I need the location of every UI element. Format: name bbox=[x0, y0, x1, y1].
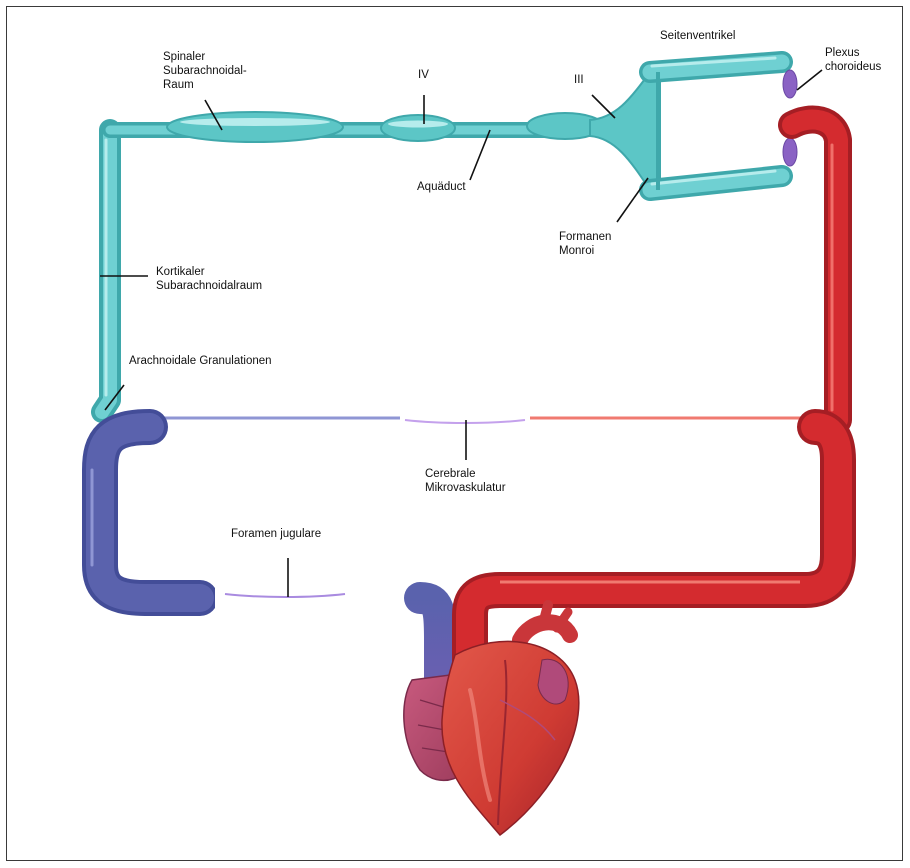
label-foramen-monroi: Formanen Monroi bbox=[559, 230, 611, 258]
leader-lines bbox=[100, 70, 822, 597]
blood-top-pipe bbox=[150, 408, 815, 446]
spinal-space-bulge bbox=[167, 112, 343, 142]
label-arachnoidale-granulationen: Arachnoidale Granulationen bbox=[129, 354, 272, 368]
label-iii: III bbox=[574, 73, 584, 87]
label-iv: IV bbox=[418, 68, 429, 82]
leader-monroi bbox=[617, 178, 648, 222]
label-aquaeduct: Aquäduct bbox=[417, 180, 466, 194]
label-cerebrale-mikrovaskulatur: Cerebrale Mikrovaskulatur bbox=[425, 467, 506, 495]
label-spinaler-subarachnoidalraum: Spinaler Subarachnoidal- Raum bbox=[163, 50, 247, 92]
leader-iii bbox=[592, 95, 615, 118]
ventricle-flare bbox=[590, 72, 660, 190]
label-foramen-jugulare: Foramen jugulare bbox=[231, 527, 321, 541]
label-kortikaler-subarachnoidalraum: Kortikaler Subarachnoidalraum bbox=[156, 265, 262, 293]
label-plexus-choroideus: Plexus choroideus bbox=[825, 46, 881, 74]
fourth-ventricle bbox=[381, 115, 455, 141]
leader-plexus bbox=[797, 70, 822, 90]
blood-bottom-pipe bbox=[200, 580, 420, 616]
label-seitenventrikel: Seitenventrikel bbox=[660, 29, 735, 43]
